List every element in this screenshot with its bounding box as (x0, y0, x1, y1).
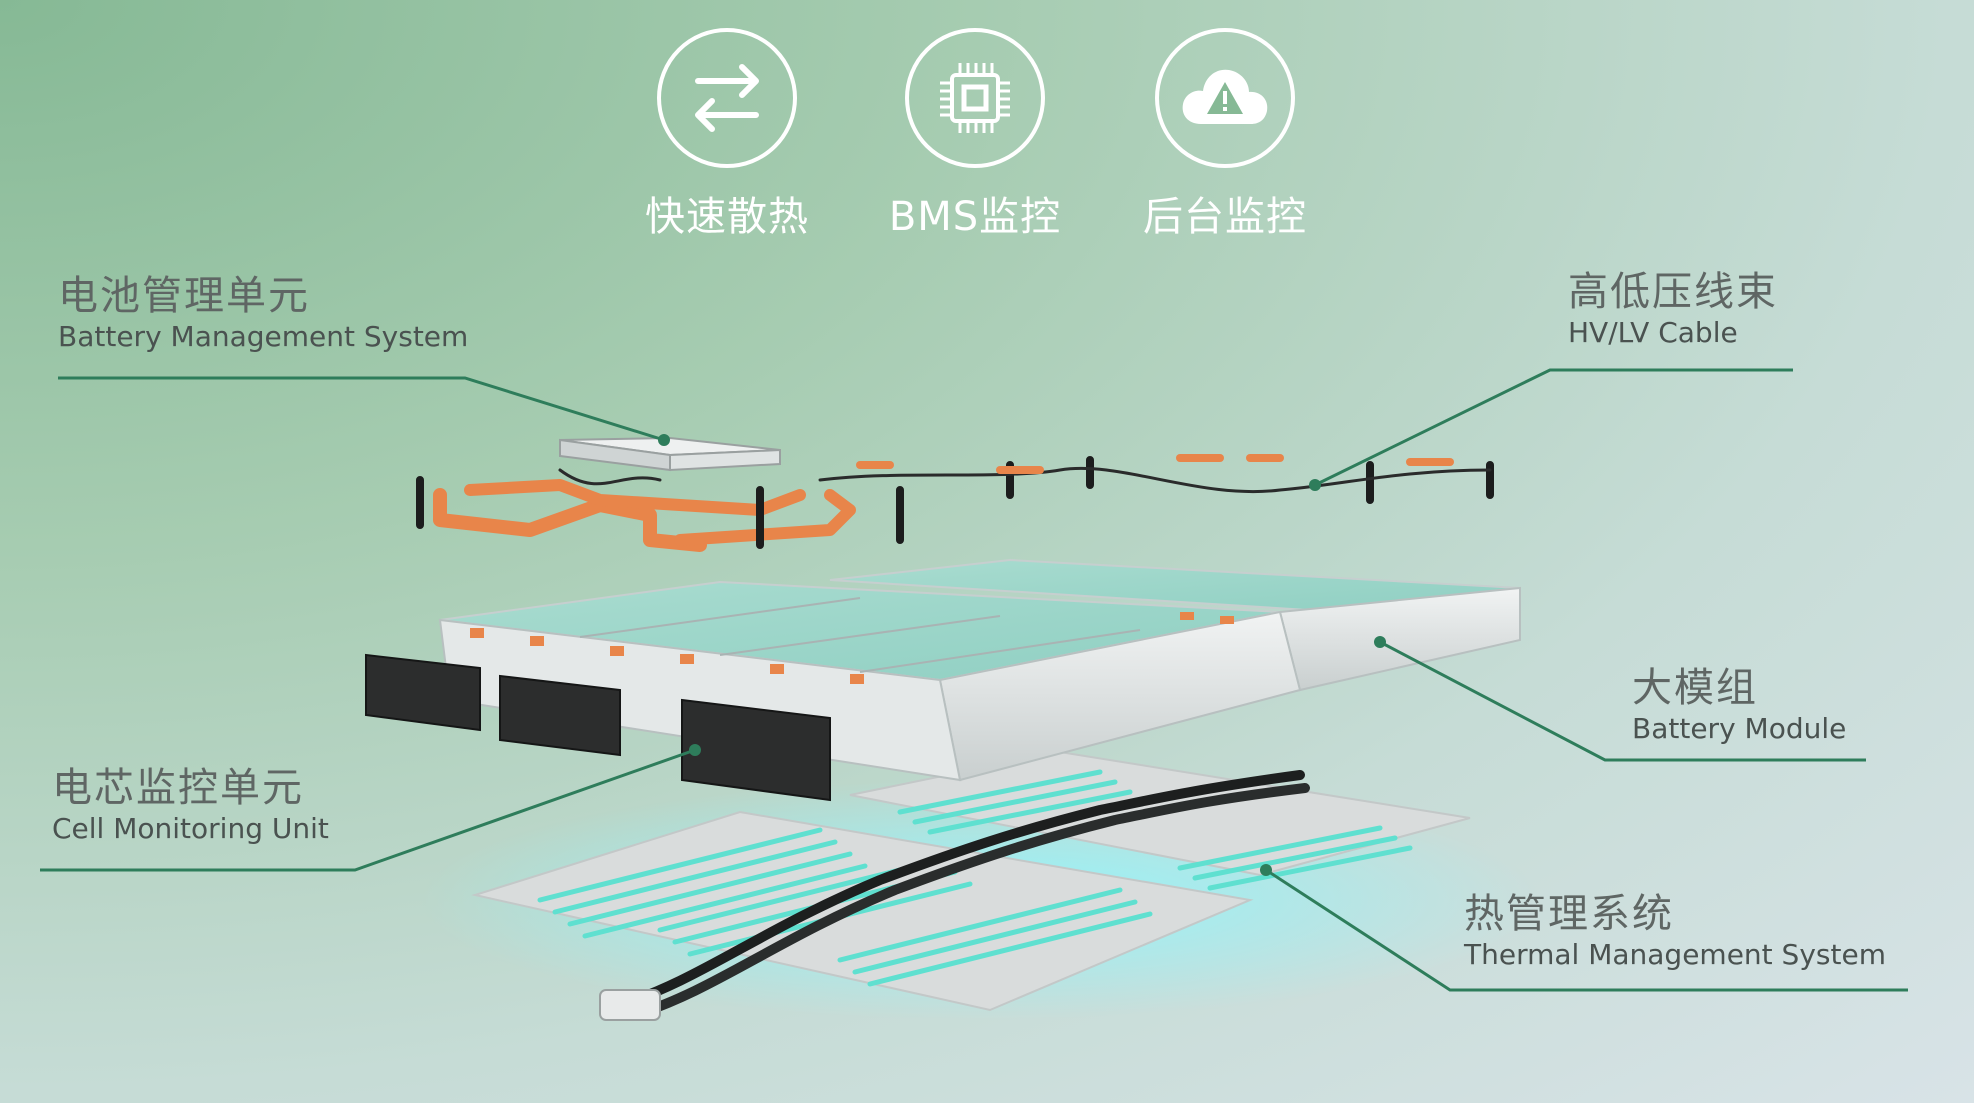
leader-cmu-dot (689, 744, 701, 756)
callout-cmu-zh: 电芯监控单元 (52, 765, 304, 811)
chip-icon (905, 28, 1045, 168)
leader-bms (58, 376, 665, 442)
callout-module-zh: 大模组 (1632, 665, 1758, 711)
feature-bms-monitoring: BMS监控 (880, 28, 1070, 242)
callout-cmu: 电芯监控单元 Cell Monitoring Unit (52, 764, 329, 846)
coolant-pipes (599, 770, 1310, 1021)
feature-label-bms-monitoring: BMS监控 (888, 194, 1062, 240)
hv-lv-harness (416, 454, 1494, 552)
callout-cable-en: HV/LV Cable (1568, 316, 1738, 349)
feature-label-backend-monitoring: 后台监控 (1143, 194, 1307, 240)
leader-cable-dot (1309, 479, 1321, 491)
feature-label-fast-cooling: 快速散热 (645, 194, 809, 240)
leader-bms-dot (658, 434, 670, 446)
arrows-exchange-icon (657, 28, 797, 168)
callout-cable: 高低压线束 HV/LV Cable (1568, 268, 1778, 350)
bms-unit (559, 436, 781, 472)
feature-fast-cooling: 快速散热 (632, 28, 822, 242)
callout-thermal-en: Thermal Management System (1464, 938, 1886, 971)
callout-bms-en: Battery Management System (58, 320, 469, 353)
callout-thermal-zh: 热管理系统 (1464, 891, 1674, 937)
leader-module (1379, 640, 1866, 762)
leader-thermal (1265, 868, 1908, 992)
leader-cmu (40, 748, 696, 872)
callout-cable-zh: 高低压线束 (1568, 269, 1778, 315)
leader-thermal-dot (1260, 864, 1272, 876)
callout-module-en: Battery Module (1632, 712, 1847, 745)
callout-bms-zh: 电池管理单元 (58, 273, 310, 319)
leader-lines (40, 368, 1908, 992)
callout-module: 大模组 Battery Module (1632, 664, 1846, 746)
callout-bms: 电池管理单元 Battery Management System (58, 272, 468, 354)
cloud-alert-icon (1155, 28, 1295, 168)
callout-thermal: 热管理系统 Thermal Management System (1464, 890, 1886, 972)
cell-monitoring-units (365, 653, 831, 802)
leader-cable (1314, 368, 1793, 487)
callout-cmu-en: Cell Monitoring Unit (52, 812, 329, 845)
feature-backend-monitoring: 后台监控 (1130, 28, 1320, 242)
leader-module-dot (1374, 636, 1386, 648)
